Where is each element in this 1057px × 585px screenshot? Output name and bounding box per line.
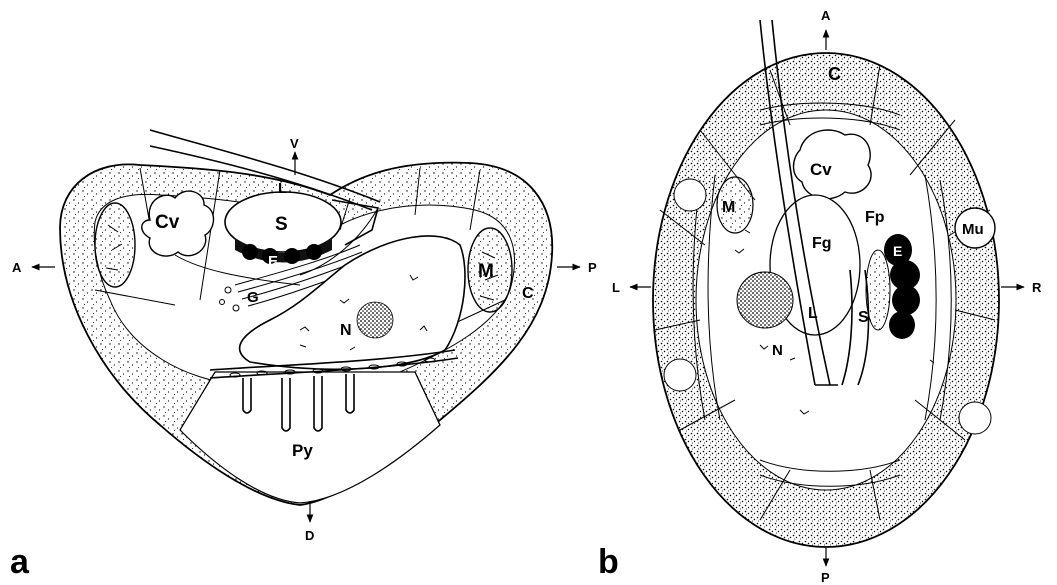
panel-b-axis-top: A (821, 8, 831, 23)
panel-a-label-py: Py (292, 441, 313, 460)
panel-b-axis-left: L (612, 280, 620, 295)
panel-b-contractile-vacuole (794, 130, 872, 199)
panel-a-label-s: S (275, 214, 288, 235)
panel-b-label-fp: Fp (865, 209, 885, 226)
panel-a-label-l: L (278, 180, 287, 197)
panel-b-label-n: N (772, 342, 783, 359)
panel-b-label: b (598, 543, 619, 581)
panel-a-label-e: E (268, 253, 278, 270)
panel-a: Cv S L E G M N C Py V D A P a (10, 130, 597, 581)
panel-b-axis-right: R (1032, 280, 1042, 295)
panel-b-nucleus (737, 272, 793, 328)
panel-a-axis-top: V (290, 136, 299, 151)
panel-b: C Cv M Fp Fg Mu E L S N A P L R b (598, 8, 1042, 585)
panel-b-label-e: E (893, 243, 902, 259)
panel-b-label-s: S (858, 309, 869, 326)
panel-a-label: a (10, 543, 30, 581)
panel-a-label-c: C (522, 285, 534, 302)
panel-b-axis-bottom: P (821, 570, 830, 585)
panel-a-axis-left: A (12, 260, 22, 275)
panel-a-label-n: N (340, 322, 352, 339)
panel-a-label-g: G (247, 289, 259, 306)
panel-a-label-cv: Cv (155, 212, 180, 233)
panel-a-mitochondrion-left (95, 203, 135, 287)
panel-a-pyrenoid-region (180, 372, 440, 503)
panel-b-label-fg: Fg (812, 235, 832, 252)
panel-a-label-m: M (478, 261, 494, 282)
panel-a-axis-right: P (588, 260, 597, 275)
panel-a-axis-bottom: D (305, 528, 314, 543)
panel-b-label-l: L (808, 305, 818, 322)
panel-b-label-m: M (722, 199, 735, 216)
panel-b-label-cv: Cv (810, 160, 832, 179)
panel-b-label-c: C (828, 64, 841, 84)
panel-b-label-mu: Mu (962, 221, 984, 238)
panel-a-nucleolus (357, 302, 393, 338)
